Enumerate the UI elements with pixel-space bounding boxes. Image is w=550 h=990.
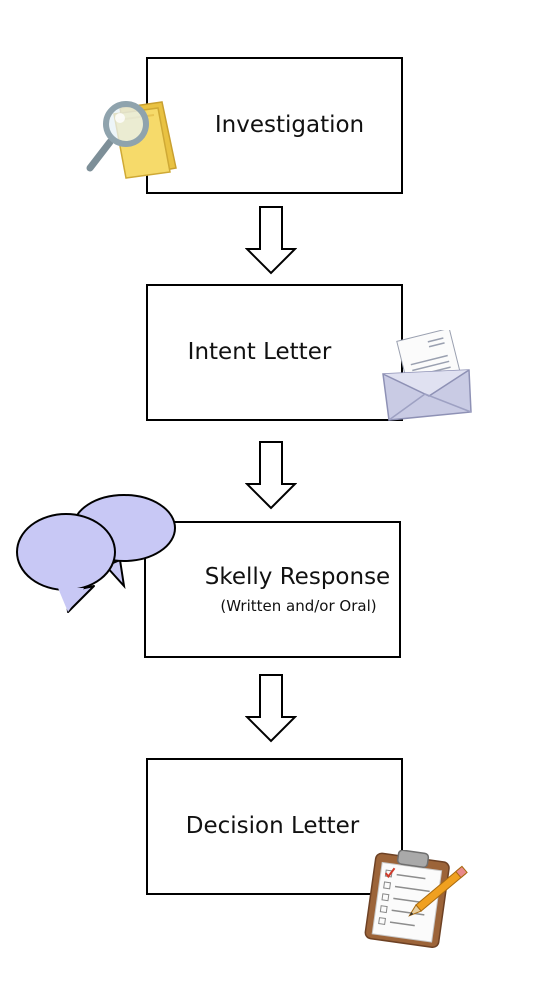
magnifier-folder-icon <box>86 101 177 179</box>
step-title: Decision Letter <box>185 812 360 839</box>
envelope-letter-icon <box>382 330 472 421</box>
step-intent-letter: Intent Letter <box>146 284 403 421</box>
step-subtitle: (Written and/or Oral) <box>220 597 377 616</box>
down-arrow-icon <box>245 441 297 510</box>
step-title: Investigation <box>214 111 365 138</box>
clipboard-checklist-icon <box>364 850 468 949</box>
step-decision-letter: Decision Letter <box>146 758 403 895</box>
step-title: Intent Letter <box>187 338 332 365</box>
step-investigation: Investigation <box>146 57 403 194</box>
down-arrow-icon <box>245 206 297 275</box>
speech-bubbles-icon <box>16 494 176 613</box>
step-skelly-response: Skelly Response (Written and/or Oral) <box>144 521 401 658</box>
step-title: Skelly Response <box>204 563 391 590</box>
down-arrow-icon <box>245 674 297 743</box>
